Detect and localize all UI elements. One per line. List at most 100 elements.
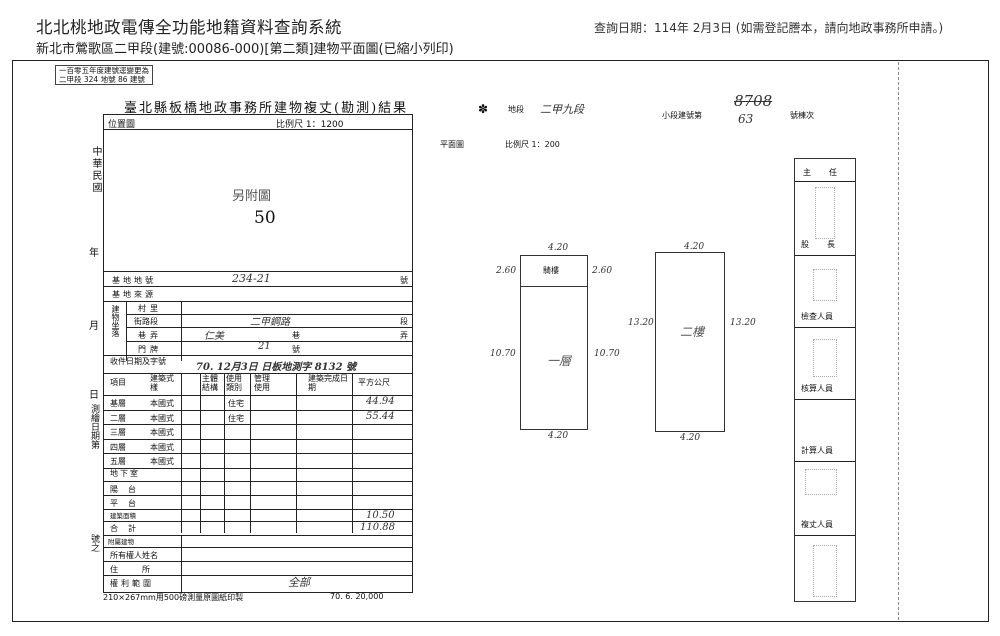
floor-area: 55.44: [366, 410, 395, 422]
dashed-divider: [898, 62, 899, 620]
land-no-label: 基地地號: [112, 276, 156, 285]
rights-label: 權利範圍: [110, 579, 154, 588]
date-label-survey: 測繪日期第: [89, 404, 99, 449]
address-door-suffix: 號: [292, 345, 300, 354]
address-seg-suffix: 段: [400, 317, 408, 326]
col-complete: 建築完成日期: [308, 374, 348, 392]
floor-label: 基層: [110, 399, 126, 408]
address-door-label: 門牌: [138, 345, 162, 354]
map-number: 50: [254, 208, 276, 228]
land-no-suffix: 號: [400, 276, 408, 285]
build-no-suffix: 號棟次: [790, 111, 814, 120]
arcade-label: 騎樓: [543, 266, 559, 275]
address-lane-label: 巷弄: [138, 331, 162, 340]
col-mgmt: 管理使用: [254, 374, 270, 392]
date-label-month: 月: [89, 321, 99, 332]
owner-label: 所有權人姓名: [110, 551, 158, 560]
build-no-label: 小段建號第: [662, 111, 702, 120]
signoff-checker: 檢查人員: [801, 312, 833, 321]
floor1-right-dim: 10.70: [594, 349, 620, 359]
floor1-top-dim: 4.20: [548, 243, 569, 253]
address-alley-suffix: 弄: [400, 331, 408, 340]
signature-stamp-4: [805, 469, 837, 495]
signoff-section: 股長: [801, 240, 853, 249]
form-title: 臺北縣板橋地政事務所建物複丈(勘測)結果: [124, 101, 409, 116]
arcade-right-dim: 2.60: [592, 266, 613, 276]
land-no-value: 234-21: [232, 272, 271, 285]
floor-plan-2: 二樓: [655, 252, 725, 432]
basement-label: 地下室: [110, 469, 140, 478]
col-area: 平方公尺: [358, 378, 390, 387]
address-side-label: 建物坐落: [111, 305, 120, 337]
floor2-left-dim: 13.20: [628, 318, 654, 328]
signoff-surveyor: 複丈人員: [801, 520, 833, 529]
form-footer-left: 210×267mm用500磅測量原圖紙印製: [103, 593, 244, 602]
position-map-scale: 比例尺 1：1200: [276, 120, 344, 130]
col-structure: 主體結構: [202, 374, 218, 392]
query-date: 查詢日期：114年 2月3日 (如需登記謄本，請向地政事務所申請。): [594, 21, 944, 35]
address-street-label: 街路段: [134, 317, 158, 326]
date-label-no: 號之: [89, 534, 99, 552]
residence-label: 住所: [110, 565, 174, 574]
build-no-value: 8708: [734, 92, 773, 110]
address-street-value: 二甲鋼路: [250, 317, 290, 328]
floor-style: 本國式: [150, 457, 174, 466]
form-footer-right: 70. 6. 20,000: [330, 592, 384, 601]
land-source-label: 基地來源: [112, 290, 156, 299]
balcony-label: 陽台: [110, 485, 146, 494]
subtotal-value: 10.50: [366, 510, 395, 521]
rights-value: 全部: [288, 576, 310, 589]
map-note: 另附圖: [232, 189, 272, 204]
total-label: 合計: [110, 524, 146, 533]
floor1-bottom-dim: 4.20: [548, 431, 569, 441]
signoff-head: 主任: [803, 168, 855, 177]
floor2-label: 二樓: [680, 325, 705, 339]
stamp-line2: 二甲段 324 地號 86 建號: [59, 75, 145, 84]
stamp-line1: 一百零五年度建號逕變更為: [59, 66, 149, 75]
date-label-day: 日: [89, 390, 99, 401]
signature-stamp-5: [813, 545, 837, 597]
floor-use: 住宅: [228, 399, 244, 408]
signoff-computer: 計算人員: [801, 446, 833, 455]
floor-plan-1: 騎樓 一層: [520, 255, 588, 430]
floor-style: 本國式: [150, 442, 174, 452]
arcade-left-dim: 2.60: [496, 266, 517, 276]
floor1-left-dim: 10.70: [490, 349, 516, 359]
build-no-extra: 63: [738, 112, 754, 126]
floor-label: 二層: [110, 413, 126, 423]
seal-icon: ✽: [478, 102, 489, 116]
position-map-label: 位置圖: [108, 120, 136, 130]
signature-stamp-1: [815, 187, 835, 239]
total-value: 110.88: [360, 522, 395, 533]
signoff-calculator: 核算人員: [801, 384, 833, 393]
form-table: 位置圖 比例尺 1：1200 另附圖 50 基地地號 234-21 號 基地來源…: [103, 114, 413, 593]
col-item: 項目: [110, 378, 126, 387]
signoff-column: 主任 股長 檢查人員 核算人員 計算人員 複丈人員: [794, 158, 856, 602]
floor2-top-dim: 4.20: [684, 242, 705, 252]
floor-style: 本國式: [150, 428, 174, 437]
floor-style: 本國式: [150, 399, 174, 408]
col-use: 使用類別: [226, 374, 242, 392]
plan-label: 平面圖: [440, 140, 464, 149]
floor-label: 五層: [110, 457, 126, 466]
system-title: 北北桃地政電傳全功能地籍資料查詢系統: [36, 18, 342, 37]
lot-label: 地段: [508, 105, 524, 114]
document-subtitle: 新北市鶯歌區二甲段(建號:00086-000)[第二類]建物平面圖(已縮小列印): [36, 42, 454, 57]
date-label-year: 年: [89, 248, 99, 259]
document-frame: [12, 60, 989, 622]
floor-label: 三層: [110, 428, 126, 437]
date-label-roc: 中華民國: [90, 146, 101, 194]
platform-label: 平台: [110, 499, 146, 508]
revision-stamp: 一百零五年度建號逕變更為 二甲段 324 地號 86 建號: [55, 65, 153, 85]
floor1-label: 一層: [547, 354, 572, 368]
address-lane-value: 仁美: [204, 331, 224, 342]
attached-label: 附屬建物: [108, 538, 134, 546]
receipt-label: 收件日期及字號: [110, 357, 166, 366]
address-door-value: 21: [258, 341, 271, 352]
address-lane-suffix: 巷: [292, 331, 300, 340]
floor2-bottom-dim: 4.20: [680, 433, 701, 443]
subtotal-label: 建築面積: [110, 512, 136, 520]
receipt-value: 70. 12月3日 日板地測字 8132 號: [196, 362, 357, 373]
signature-stamp-3: [813, 339, 837, 377]
floor-style: 本國式: [150, 413, 174, 423]
